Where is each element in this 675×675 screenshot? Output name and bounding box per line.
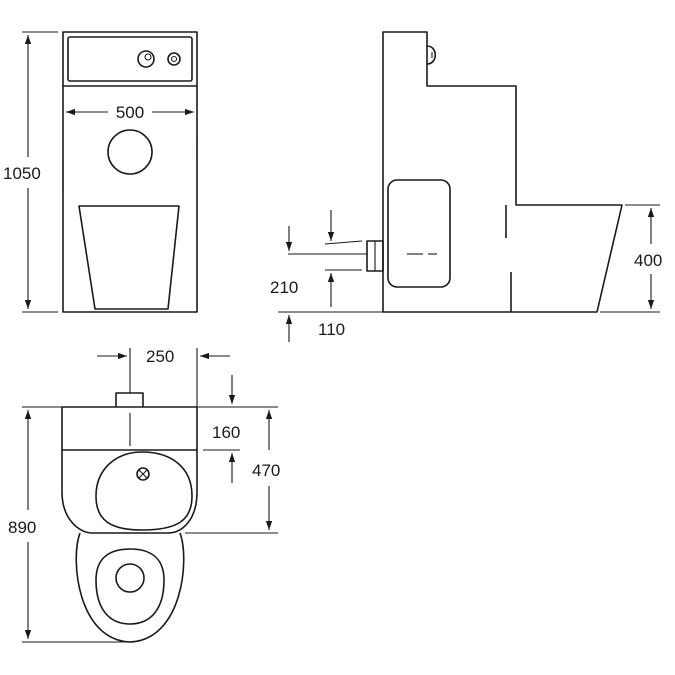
dim-label-110: 110 xyxy=(318,320,345,339)
dim-width-front: 500 xyxy=(66,103,194,122)
dim-label-250: 250 xyxy=(146,347,174,366)
dim-label-500: 500 xyxy=(116,103,144,122)
side-outline xyxy=(382,31,623,313)
dim-height-total: 1050 xyxy=(3,31,58,313)
dim-label-890: 890 xyxy=(8,518,36,537)
dim-drain: 210 110 xyxy=(270,210,383,342)
dim-label-160: 160 xyxy=(212,423,240,442)
dim-label-210: 210 xyxy=(270,278,298,297)
front-bowl xyxy=(78,205,180,310)
front-view: 500 1050 xyxy=(3,31,198,313)
dim-basin-depth: 160 xyxy=(197,375,278,483)
top-basin-outline xyxy=(61,450,198,534)
wash-button-icon xyxy=(167,52,181,66)
dim-top-offset: 250 xyxy=(97,347,230,407)
top-basin-inner xyxy=(95,451,193,531)
dim-label-1050: 1050 xyxy=(3,164,41,183)
top-view: 250 160 470 890 xyxy=(8,347,280,643)
side-view: 210 110 400 xyxy=(270,31,662,342)
drain-icon xyxy=(136,467,150,481)
front-access-hole xyxy=(107,129,153,175)
side-nozzle-icon xyxy=(426,45,437,65)
dim-label-400: 400 xyxy=(634,251,662,270)
dim-depth-total: 890 xyxy=(8,406,126,643)
top-bowl-outline xyxy=(75,532,185,643)
dim-basin-edge: 470 xyxy=(185,410,280,534)
dim-label-470: 470 xyxy=(252,461,280,480)
side-tank xyxy=(387,179,451,288)
control-panel xyxy=(67,36,193,82)
dim-seat-height: 400 xyxy=(600,204,662,313)
flush-button-icon xyxy=(137,50,155,68)
top-connector xyxy=(115,392,144,407)
top-bowl-drain xyxy=(115,563,145,593)
front-cabinet-outline xyxy=(62,31,198,313)
top-bowl-inner xyxy=(95,548,165,625)
